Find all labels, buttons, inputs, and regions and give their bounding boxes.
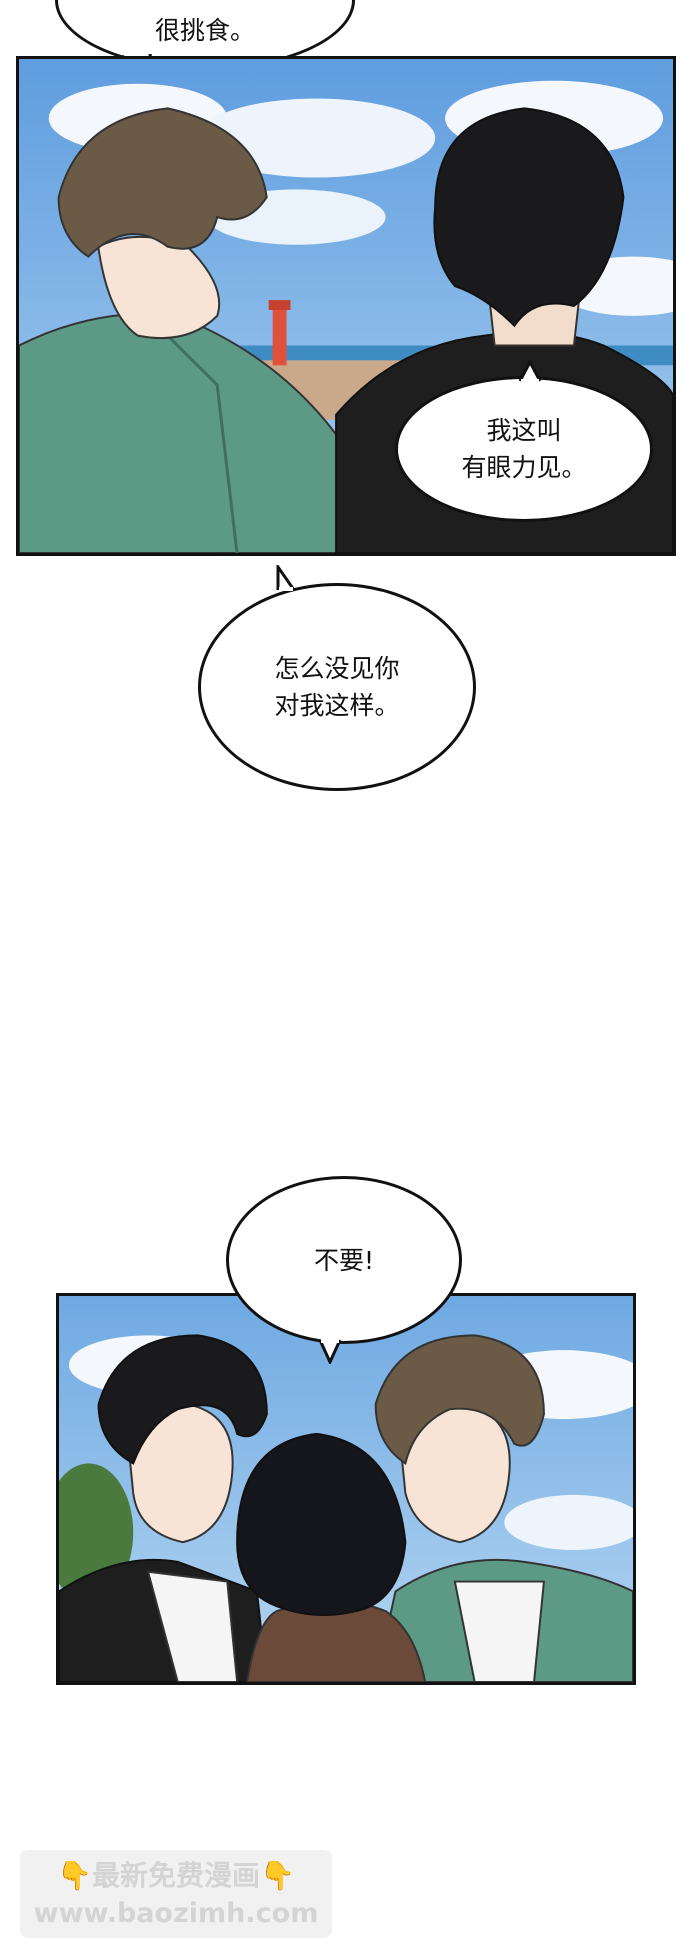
speech-bubble-middle: 怎么没见你 对我这样。 [198, 583, 476, 791]
speech-tail-middle [276, 565, 296, 591]
speech-text-panel1: 我这叫 有眼力见。 [461, 416, 587, 482]
speech-tail-panel1 [518, 360, 542, 382]
speech-text-middle: 怎么没见你 对我这样。 [274, 654, 400, 720]
watermark-title: 最新免费漫画 [91, 1859, 260, 1892]
speech-tail-panel2 [318, 1338, 342, 1364]
speech-text-panel2: 不要! [313, 1245, 375, 1275]
speech-text-top-cut: 很挑食。 [154, 15, 255, 45]
watermark-line1: 👇最新免费漫画👇 [20, 1856, 332, 1896]
speech-bubble-panel1: 我这叫 有眼力见。 [395, 376, 653, 522]
pointing-down-icon: 👇 [260, 1859, 295, 1892]
watermark-url: www.baozimh.com [33, 1898, 319, 1929]
site-watermark: 👇最新免费漫画👇 www.baozimh.com [20, 1850, 332, 1938]
speech-bubble-panel2: 不要! [226, 1176, 462, 1344]
panel-2-artwork [59, 1296, 633, 1682]
pointing-down-icon: 👇 [57, 1859, 92, 1892]
comic-panel-2 [56, 1293, 636, 1685]
